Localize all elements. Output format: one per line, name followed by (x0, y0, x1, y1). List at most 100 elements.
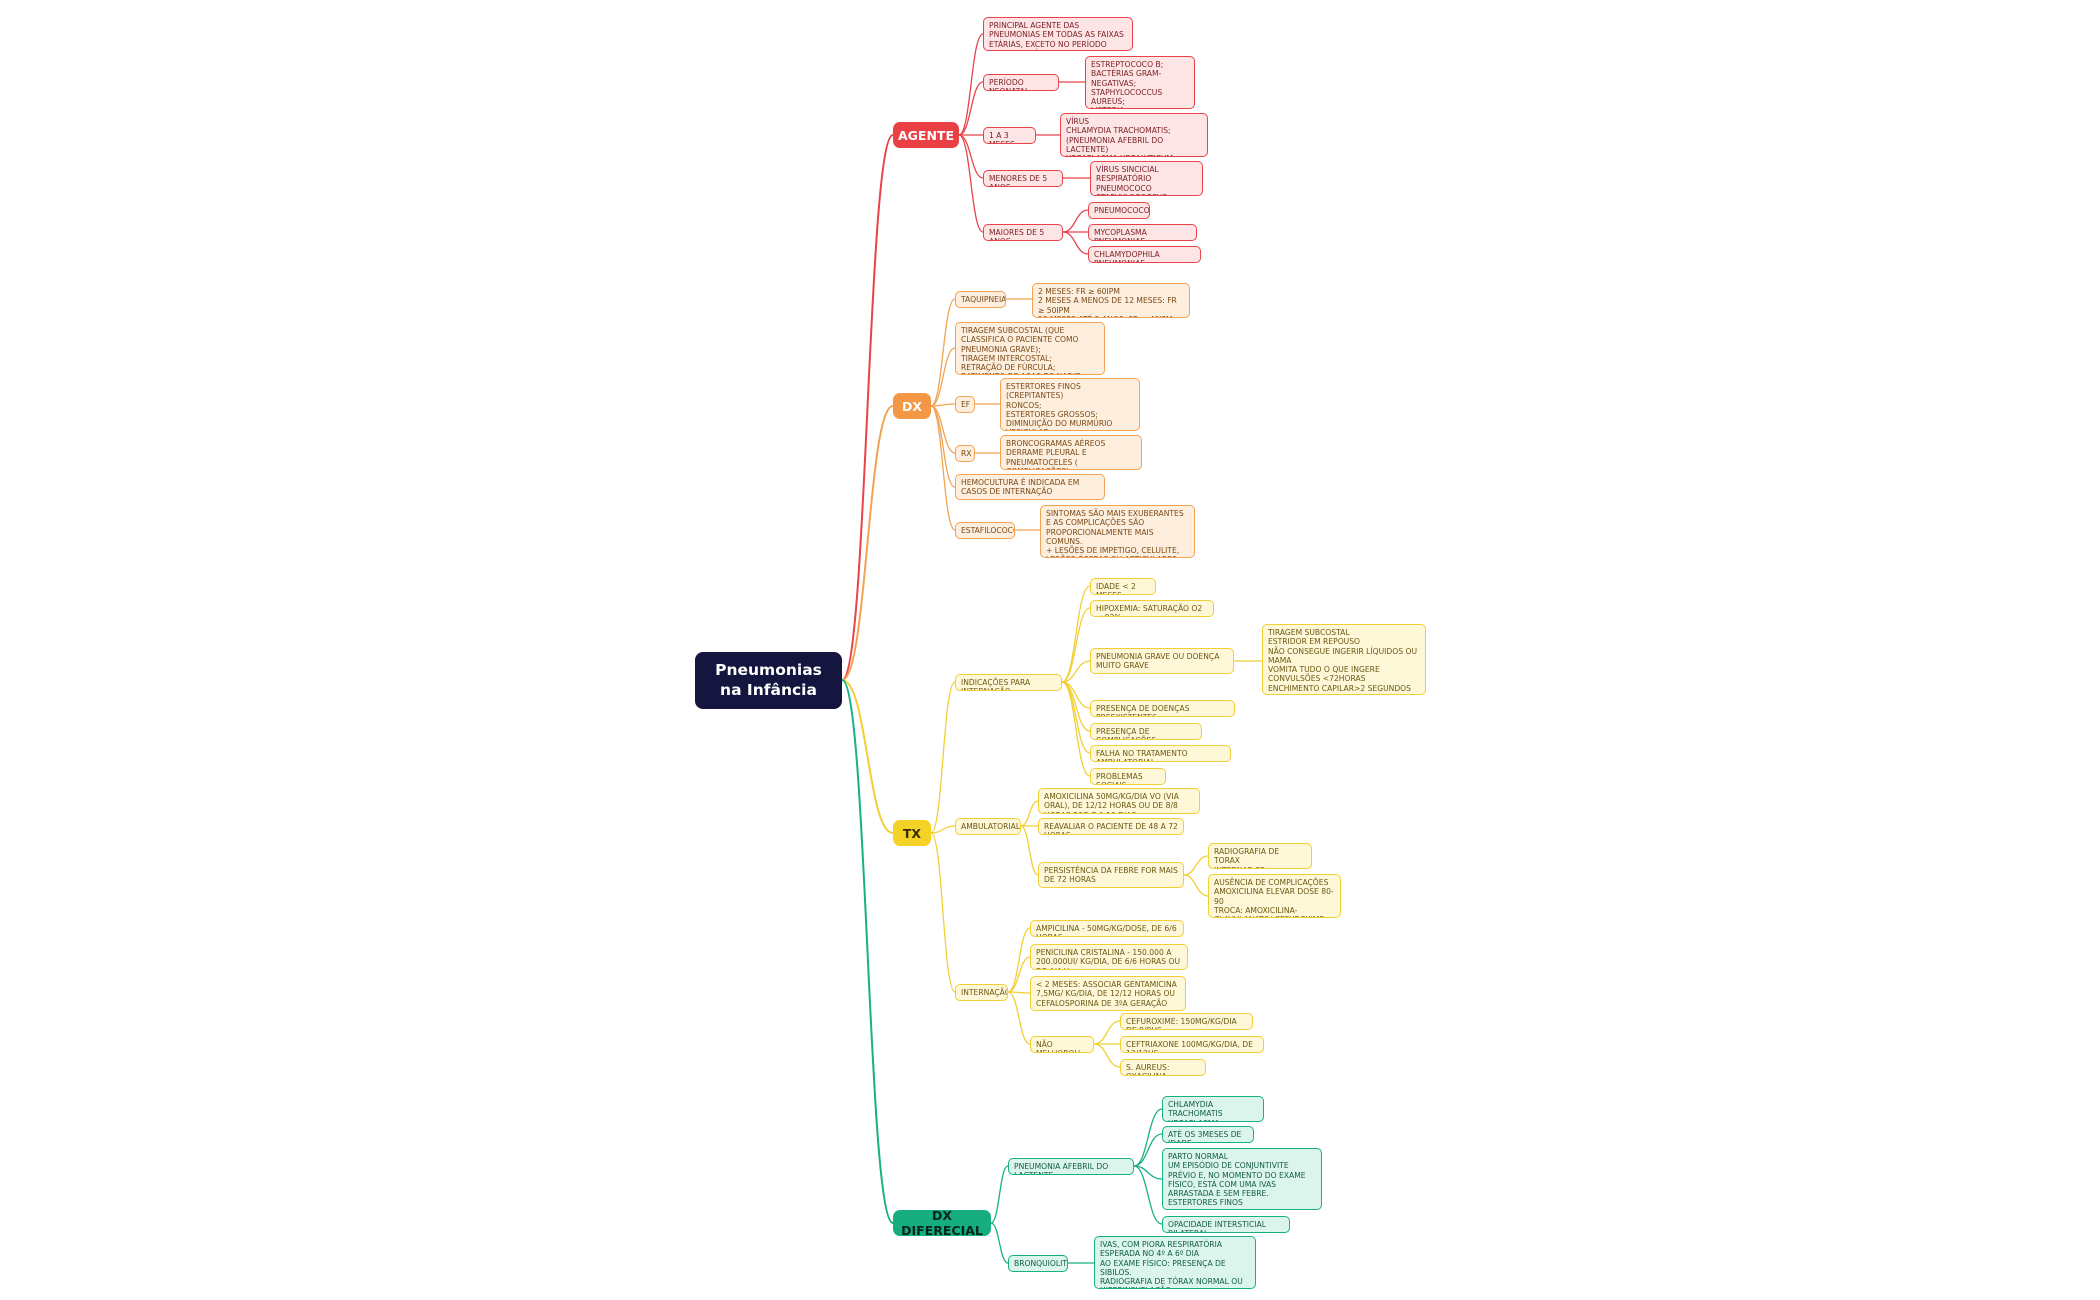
dxdif-bronquiolite-detail[interactable]: IVAS, COM PIORA RESPIRATÓRIA ESPERADA NO… (1094, 1236, 1256, 1289)
tx-indicacao-item[interactable]: IDADE < 2 MESES (1090, 578, 1156, 595)
connector-line (930, 405, 956, 531)
tx-persistencia[interactable]: PERSISTÊNCIA DA FEBRE FOR MAIS DE 72 HOR… (1038, 862, 1184, 888)
agente-neonatal[interactable]: PERÍODO NEONATAL (983, 74, 1059, 91)
dx-taquipneia[interactable]: TAQUIPNEIA (955, 291, 1006, 308)
agente-principal[interactable]: PRINCIPAL AGENTE DAS PNEUMONIAS EM TODAS… (983, 17, 1133, 51)
connector-line (1007, 991, 1031, 994)
tx-ausencia[interactable]: AUSÊNCIA DE COMPLICAÇÕES AMOXICILINA ELE… (1208, 874, 1341, 918)
connector-line (930, 347, 956, 407)
tx-indicacoes[interactable]: INDICAÇÕES PARA INTERNAÇÃO (955, 674, 1062, 691)
connector-line (841, 405, 894, 681)
dxdif-bronquiolite[interactable]: BRONQUIOLITE (1008, 1255, 1068, 1272)
tx-radiografia[interactable]: RADIOGRAFIA DE TORAX INTERNAR SE COMPLIC… (1208, 843, 1312, 869)
branch-dx-diferencial[interactable]: DX DIFERECIAL (893, 1208, 991, 1238)
tx-indicacao-item[interactable]: FALHA NO TRATAMENTO AMBULATORIAL (1090, 745, 1231, 762)
connector-line (930, 298, 956, 407)
connector-line (1020, 825, 1039, 876)
agente-1-3-meses[interactable]: 1 A 3 MESES (983, 127, 1036, 144)
connector-line (930, 405, 956, 488)
connector-line (1061, 681, 1091, 754)
connector-line (1007, 956, 1031, 993)
tx-indicacao-item[interactable]: PRESENÇA DE DOENÇAS PREEXISTENTES (1090, 700, 1235, 717)
agente-maiores-5-item[interactable]: PNEUMOCOCO; (1088, 202, 1150, 219)
tx-reavaliar[interactable]: REAVALIAR O PACIENTE DE 48 A 72 HORAS (1038, 818, 1184, 835)
branch-tx[interactable]: TX (893, 820, 931, 846)
tx-penicilina[interactable]: PENICILINA CRISTALINA - 150.000 A 200.00… (1030, 944, 1188, 970)
connector-lines (841, 33, 1263, 1264)
connector-line (1093, 1043, 1121, 1068)
connector-line (958, 33, 984, 136)
dxdif-afebril-item[interactable]: OPACIDADE INTERSTICIAL BILATERAL (1162, 1216, 1290, 1233)
connector-line (1093, 1020, 1121, 1045)
tx-nao-melhorou-item[interactable]: S. AUREUS: OXACILINA (1120, 1059, 1206, 1076)
connector-line (1133, 1108, 1163, 1167)
connector-line (1183, 855, 1209, 876)
connector-line (1007, 991, 1031, 1045)
connector-line (1020, 800, 1039, 827)
tx-indicacao-item[interactable]: PNEUMONIA GRAVE OU DOENÇA MUITO GRAVE (1090, 648, 1234, 674)
dx-taquipneia-detail[interactable]: 2 MESES: FR ≥ 60IPM 2 MESES A MENOS DE 1… (1032, 283, 1190, 318)
dxdif-afebril-item[interactable]: PARTO NORMAL UM EPISÓDIO DE CONJUNTIVITE… (1162, 1148, 1322, 1210)
tx-indicacao-item[interactable]: PROBLEMAS SOCIAIS (1090, 768, 1166, 785)
root-title: Pneumonias na Infância (715, 661, 822, 699)
connector-line (930, 825, 956, 834)
branch-dx[interactable]: DX (893, 393, 931, 419)
connector-line (990, 1165, 1009, 1224)
connector-line (1061, 681, 1091, 777)
dx-tiragem[interactable]: TIRAGEM SUBCOSTAL (QUE CLASSIFICA O PACI… (955, 322, 1105, 375)
agente-maiores-5-item[interactable]: MYCOPLASMA PNEUMONIAE; (1088, 224, 1197, 241)
dx-rx[interactable]: RX (955, 445, 975, 462)
branch-dxdif-label: DX DIFERECIAL (901, 1208, 983, 1238)
connector-line (930, 403, 956, 407)
connector-line (1183, 874, 1209, 897)
connector-line (1133, 1133, 1163, 1167)
dx-ef[interactable]: EF (955, 396, 975, 413)
connector-line (990, 1222, 1009, 1264)
dx-estafilococo-detail[interactable]: SINTOMAS SÃO MAIS EXUBERANTES E AS COMPL… (1040, 505, 1195, 558)
connector-line (1061, 585, 1091, 683)
dxdif-afebril[interactable]: PNEUMONIA AFEBRIL DO LACTENTE (1008, 1158, 1134, 1175)
tx-amoxicilina[interactable]: AMOXICILINA 50MG/KG/DIA VO (VIA ORAL), D… (1038, 788, 1200, 814)
tx-grave-detail[interactable]: TIRAGEM SUBCOSTAL ESTRIDOR EM REPOUSO NÃ… (1262, 624, 1426, 695)
agente-menores-5[interactable]: MENORES DE 5 ANOS (983, 170, 1063, 187)
dx-estafilococo[interactable]: ESTAFILOCOCO (955, 522, 1015, 539)
agente-menores-5-detail[interactable]: VÍRUS SINCICIAL RESPIRATÓRIO PNEUMOCOCO … (1090, 161, 1203, 196)
connector-line (1007, 927, 1031, 993)
connector-line (841, 679, 894, 834)
connector-line (930, 832, 956, 993)
agente-1-3-meses-detail[interactable]: VÍRUS CHLAMYDIA TRACHOMATIS; (PNEUMONIA … (1060, 113, 1208, 157)
tx-ampicilina[interactable]: AMPICILINA - 50MG/KG/DOSE, DE 6/6 HORAS (1030, 920, 1184, 937)
connector-line (1061, 607, 1091, 683)
connector-line (1062, 209, 1089, 233)
branch-agente[interactable]: AGENTE (893, 122, 959, 148)
connector-line (841, 679, 894, 1224)
tx-menor-2-meses[interactable]: < 2 MESES: ASSOCIAR GENTAMICINA 7,5MG/ K… (1030, 976, 1186, 1011)
connector-line (1062, 231, 1089, 255)
agente-neonatal-detail[interactable]: ESTREPTOCOCO B; BACTÉRIAS GRAM-NEGATIVAS… (1085, 56, 1195, 109)
branch-agente-label: AGENTE (898, 127, 954, 143)
tx-nao-melhorou[interactable]: NÃO MELHOROU (1030, 1036, 1094, 1053)
dx-hemocultura[interactable]: HEMOCULTURA É INDICADA EM CASOS DE INTER… (955, 474, 1105, 500)
dx-ef-detail[interactable]: ESTERTORES FINOS (CREPITANTES) RONCOS; E… (1000, 378, 1140, 431)
tx-nao-melhorou-item[interactable]: CEFUROXIME: 150MG/KG/DIA DE 8/8HS (1120, 1013, 1253, 1030)
tx-nao-melhorou-item[interactable]: CEFTRIAXONE 100MG/KG/DIA, DE 12/12HS (1120, 1036, 1264, 1053)
tx-indicacao-item[interactable]: HIPOXEMIA: SATURAÇÃO O2 ≤ 92% (1090, 600, 1214, 617)
branch-dx-label: DX (901, 398, 922, 414)
agente-maiores-5[interactable]: MAIORES DE 5 ANOS (983, 224, 1063, 241)
dxdif-afebril-item[interactable]: ATÉ OS 3MESES DE IDADE (1162, 1126, 1254, 1143)
dxdif-afebril-item[interactable]: CHLAMYDIA TRACHOMATIS UREAPLASMA UREALYT… (1162, 1096, 1264, 1122)
agente-maiores-5-item[interactable]: CHLAMYDOPHILA PNEUMONIAE (1088, 246, 1201, 263)
root-node[interactable]: Pneumonias na Infância (695, 652, 842, 709)
connector-line (841, 134, 894, 681)
branch-tx-label: TX (902, 825, 922, 841)
tx-indicacao-item[interactable]: PRESENÇA DE COMPLICAÇÕES (1090, 723, 1202, 740)
connector-line (958, 134, 984, 233)
tx-ambulatorial[interactable]: AMBULATORIAL (955, 818, 1021, 835)
dx-rx-detail[interactable]: BRONCOGRAMAS AÉREOS DERRAME PLEURAL E PN… (1000, 435, 1142, 470)
connector-line (958, 134, 984, 179)
connector-line (1133, 1165, 1163, 1225)
tx-internacao[interactable]: INTERNAÇÃO (955, 984, 1008, 1001)
connector-line (930, 681, 956, 834)
connector-line (958, 81, 984, 136)
